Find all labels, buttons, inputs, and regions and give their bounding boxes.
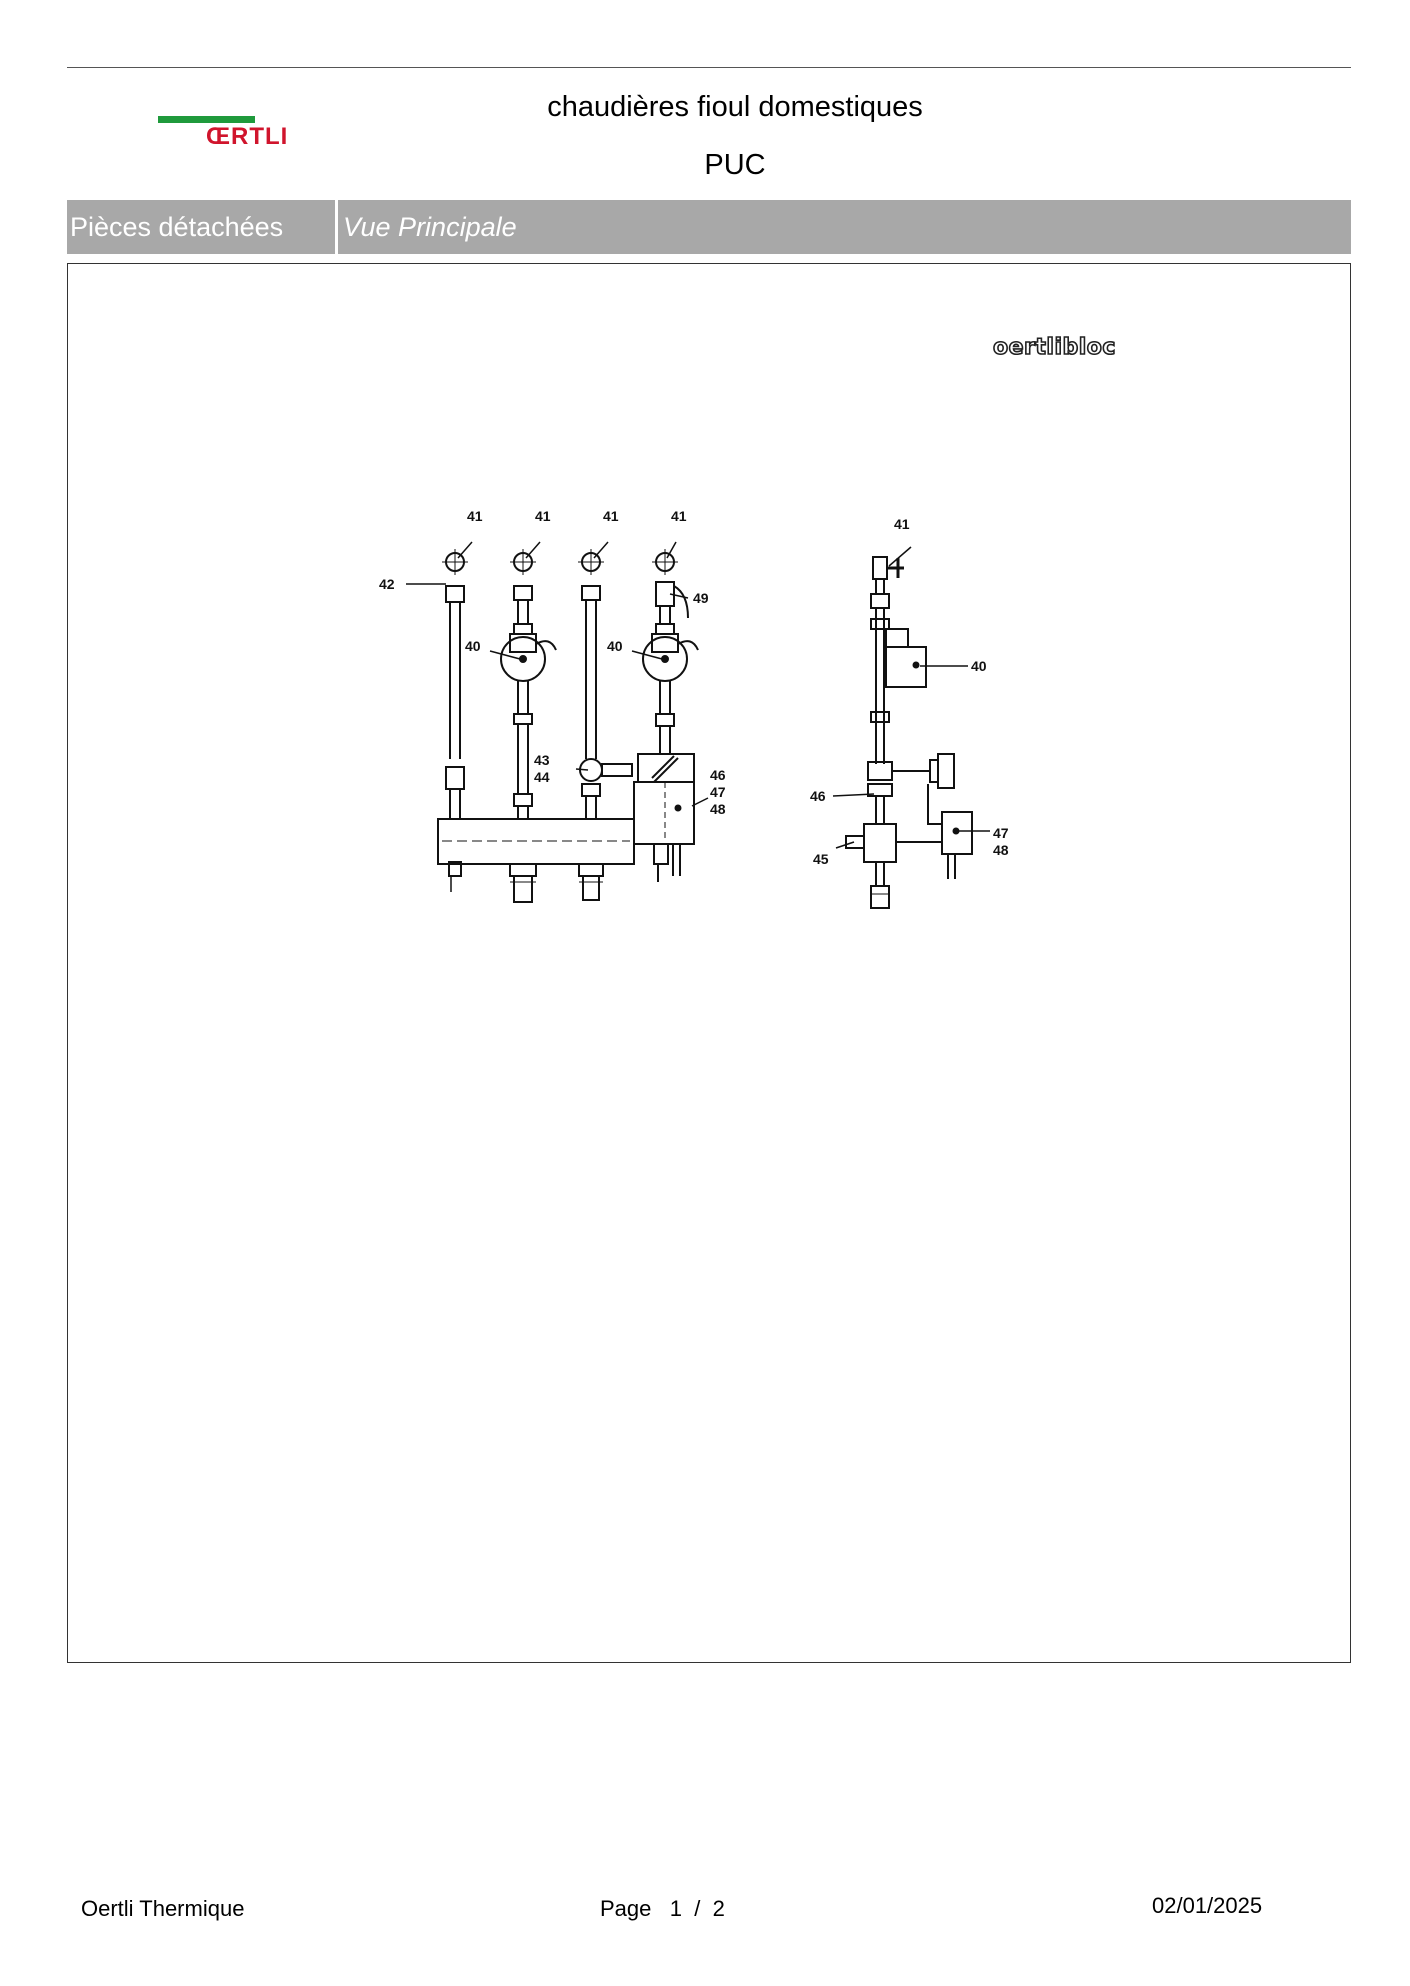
callout-40-pump2: 40 [607,638,623,654]
callout-43: 43 [534,752,550,768]
oertli-logo: ŒRTLI [158,114,308,154]
document-title: chaudières fioul domestiques [547,91,923,123]
logo-text: ŒRTLI [206,123,289,150]
footer-page-indicator: Page 1 / 2 [600,1896,725,1922]
callout-40-side: 40 [971,658,987,674]
leader-lines [406,541,990,849]
drawing-frame: oertlibloc [67,263,1351,1663]
section-category: Pièces détachées [70,212,284,242]
side-view-callouts: 41 40 46 45 47 48 [810,516,1009,867]
oertlibloc-brand-label: oertlibloc [992,334,1116,361]
top-rule [67,67,1351,68]
logo-green-bar [158,116,255,123]
exploded-parts-drawing: 41 41 41 41 42 49 40 40 43 44 46 47 48 4… [379,508,1009,909]
front-view-callouts: 41 41 41 41 42 49 40 40 43 44 46 47 48 [379,508,726,817]
callout-41-pipe4: 41 [671,508,687,524]
callout-47-side: 47 [993,825,1009,841]
front-view [437,549,699,903]
pipe-1 [442,549,468,892]
section-view-name: Vue Principale [343,212,517,242]
callout-47-front: 47 [710,784,726,800]
footer-page-total: 2 [712,1896,725,1921]
callout-42: 42 [379,576,395,592]
callout-44: 44 [534,769,550,785]
pipe-2 [500,549,557,903]
section-separator [335,200,338,254]
manifold [437,818,635,865]
callout-46-side: 46 [810,788,826,804]
callout-41-pipe2: 41 [535,508,551,524]
mixing-valve-block [633,753,695,882]
footer-page-separator: / [694,1896,701,1921]
callout-41-pipe1: 41 [467,508,483,524]
section-bar: Pièces détachées Vue Principale [67,200,1351,254]
callout-40-pump1: 40 [465,638,481,654]
side-view [845,556,973,909]
footer-date: 02/01/2025 [1152,1893,1263,1918]
callout-41-side: 41 [894,516,910,532]
callout-41-pipe3: 41 [603,508,619,524]
document-subtitle: PUC [704,149,766,181]
pipe-3 [578,549,633,901]
callout-45-side: 45 [813,851,829,867]
callout-48-side: 48 [993,842,1009,858]
footer-page-word: Page [600,1896,652,1921]
footer-company: Oertli Thermique [81,1896,245,1921]
footer-page-current: 1 [669,1896,682,1921]
pipe-4 [642,549,699,754]
callout-49: 49 [693,590,709,606]
callout-48-front: 48 [710,801,726,817]
callout-46-front: 46 [710,767,726,783]
